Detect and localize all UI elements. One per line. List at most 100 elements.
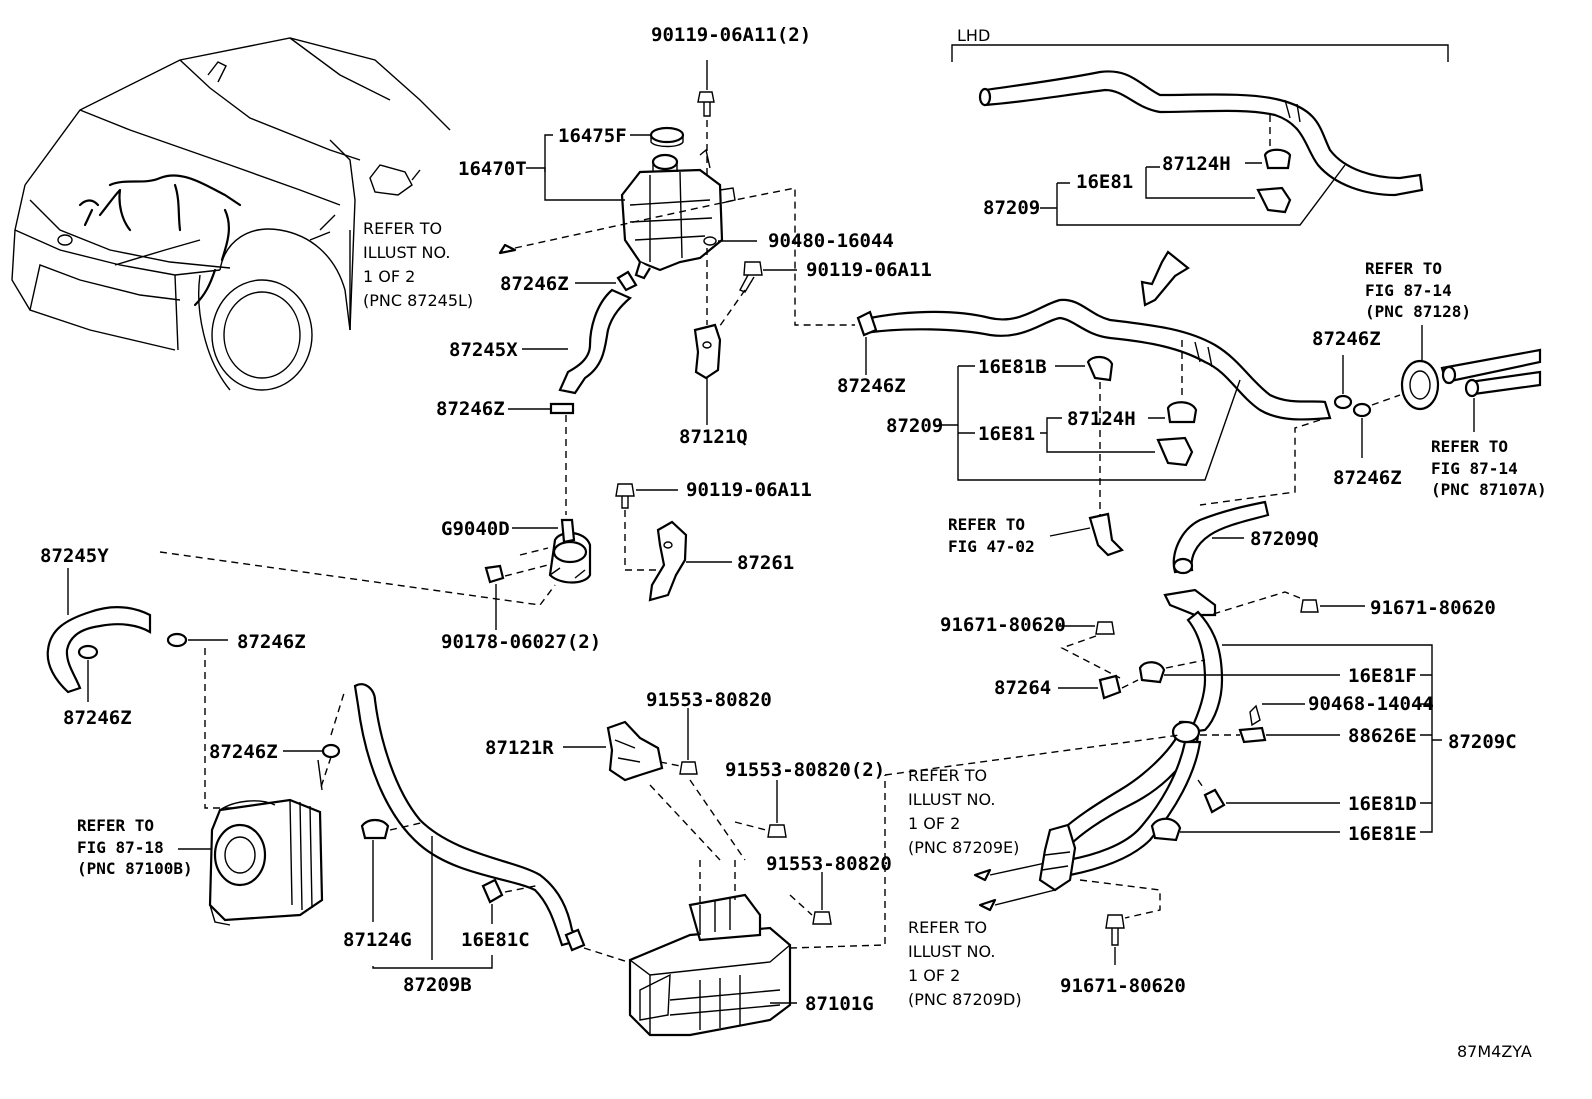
label-87124H-b: 87124H	[1067, 408, 1136, 430]
refer-note-fig47-02: REFER TO FIG 47-02	[948, 515, 1091, 556]
bolt-91553-80820-a	[679, 761, 698, 775]
svg-text:ILLUST NO.: ILLUST NO.	[363, 243, 450, 262]
label-91671-80620-b: 91671-80620	[1370, 597, 1496, 619]
label-16E81F: 16E81F	[1348, 665, 1417, 687]
pump-assembly-87101G	[628, 893, 792, 1037]
svg-text:(PNC 87209E): (PNC 87209E)	[908, 838, 1019, 857]
label-16E81C: 16E81C	[461, 929, 530, 951]
grommet-87128	[1400, 359, 1440, 411]
svg-text:REFER TO: REFER TO	[908, 918, 987, 937]
clip-16E81-a	[1256, 186, 1292, 214]
label-16E81E: 16E81E	[1348, 823, 1417, 845]
label-16E81D: 16E81D	[1348, 793, 1417, 815]
svg-text:(PNC 87245L): (PNC 87245L)	[363, 291, 473, 310]
clip-16E81B	[1086, 355, 1114, 382]
clamp-87246Z-e	[321, 743, 341, 759]
label-87264: 87264	[994, 677, 1051, 699]
label-G9040D: G9040D	[441, 518, 510, 540]
sensor-88626E	[1238, 726, 1267, 744]
label-90178-06027-2: 90178-06027(2)	[441, 631, 601, 653]
svg-text:1 OF 2: 1 OF 2	[363, 267, 415, 286]
clamp-87124H-b	[1166, 401, 1198, 424]
refer-note-87128: REFER TO FIG 87-14 (PNC 87128)	[1365, 259, 1471, 321]
direction-arrow	[1140, 250, 1190, 307]
vehicle-illustration	[11, 37, 451, 391]
clamp-87124G	[360, 818, 390, 840]
label-87209B: 87209B	[403, 974, 472, 996]
refer-note-87209E: REFER TO ILLUST NO. 1 OF 2 (PNC 87209E)	[908, 766, 1019, 857]
bolt-91671-80620-a	[1095, 621, 1115, 635]
bracket-87121R	[606, 720, 664, 782]
label-87245X: 87245X	[449, 339, 518, 361]
label-87261: 87261	[737, 552, 794, 574]
svg-text:REFER TO: REFER TO	[77, 816, 154, 835]
svg-text:REFER TO: REFER TO	[948, 515, 1025, 534]
nut-90178-06027	[484, 564, 505, 584]
label-90468-14044: 90468-14044	[1308, 693, 1434, 715]
label-90119-06A11-2: 90119-06A11(2)	[651, 24, 811, 46]
svg-text:1 OF 2: 1 OF 2	[908, 966, 960, 985]
svg-text:REFER TO: REFER TO	[908, 766, 987, 785]
heater-pipes-87107A	[1440, 348, 1542, 398]
refer-note-87100B: REFER TO FIG 87-18 (PNC 87100B)	[77, 816, 212, 878]
label-87209C: 87209C	[1448, 731, 1517, 753]
refer-note-87107A: REFER TO FIG 87-14 (PNC 87107A)	[1431, 437, 1547, 499]
bracket-87121Q	[693, 323, 722, 380]
water-pump-G9040D	[548, 518, 592, 584]
clamp-87246Z-f	[856, 310, 878, 337]
label-87246Z-f: 87246Z	[837, 375, 906, 397]
diagram-code: 87M4ZYA	[1457, 1042, 1532, 1061]
bolt-91671-80620-c	[1105, 914, 1125, 946]
bolt-top	[697, 91, 715, 117]
bolt-90119-06A11-a	[739, 261, 763, 293]
bracket-87261	[648, 520, 688, 602]
label-91553-80820-2: 91553-80820(2)	[725, 759, 885, 781]
refer-note-87209D: REFER TO ILLUST NO. 1 OF 2 (PNC 87209D)	[908, 918, 1022, 1009]
label-88626E: 88626E	[1348, 725, 1417, 747]
label-90119-06A11-a: 90119-06A11	[806, 259, 932, 281]
hose-87209Q	[1172, 500, 1270, 574]
svg-text:(PNC 87209D): (PNC 87209D)	[908, 990, 1022, 1009]
label-87121R: 87121R	[485, 737, 554, 759]
heat-exchanger-unit	[208, 759, 324, 926]
label-87246Z-h: 87246Z	[1333, 467, 1402, 489]
clamp-87246Z-h	[1352, 402, 1372, 418]
pipe-assembly-87209C	[1038, 588, 1224, 892]
svg-text:REFER TO: REFER TO	[363, 219, 442, 238]
bracket-87264	[1098, 674, 1122, 700]
svg-text:(PNC 87100B): (PNC 87100B)	[77, 859, 193, 878]
label-16475F: 16475F	[558, 125, 627, 147]
label-16E81-a: 16E81	[1076, 171, 1133, 193]
bolt-90119-06A11-b	[615, 483, 635, 509]
label-91553-80820-a: 91553-80820	[646, 689, 772, 711]
hose-87209-lhd	[983, 70, 1424, 197]
refer-note-87245L: REFER TO ILLUST NO. 1 OF 2 (PNC 87245L)	[349, 219, 473, 330]
svg-text:REFER TO: REFER TO	[1431, 437, 1508, 456]
label-87246Z-b: 87246Z	[436, 398, 505, 420]
clamp-87246Z-b	[549, 402, 575, 415]
clamp-16E81E	[1150, 817, 1182, 842]
svg-text:FIG 87-14: FIG 87-14	[1431, 459, 1518, 478]
clip-16E81-b	[1156, 436, 1194, 467]
label-87246Z-c: 87246Z	[237, 631, 306, 653]
label-90480-16044: 90480-16044	[768, 230, 894, 252]
clamp-87124H-a	[1263, 148, 1292, 170]
svg-text:REFER TO: REFER TO	[1365, 259, 1442, 278]
svg-text:FIG 87-18: FIG 87-18	[77, 838, 164, 857]
label-91671-80620-a: 91671-80620	[940, 614, 1066, 636]
svg-text:FIG 47-02: FIG 47-02	[948, 537, 1035, 556]
svg-text:FIG 87-14: FIG 87-14	[1365, 281, 1452, 300]
label-91671-80620-c: 91671-80620	[1060, 975, 1186, 997]
label-16470T: 16470T	[458, 158, 527, 180]
hose-87245Y	[46, 606, 152, 694]
clip-16E81D	[1203, 788, 1226, 814]
label-87209-b: 87209	[886, 415, 943, 437]
svg-text:(PNC 87107A): (PNC 87107A)	[1431, 480, 1547, 499]
reservoir-cap	[649, 126, 685, 148]
clip-16E81C	[481, 878, 504, 904]
svg-text:ILLUST NO.: ILLUST NO.	[908, 790, 995, 809]
hose-87209-main	[868, 298, 1332, 421]
clamp-87246Z-a	[616, 270, 638, 292]
label-16E81B: 16E81B	[978, 356, 1047, 378]
